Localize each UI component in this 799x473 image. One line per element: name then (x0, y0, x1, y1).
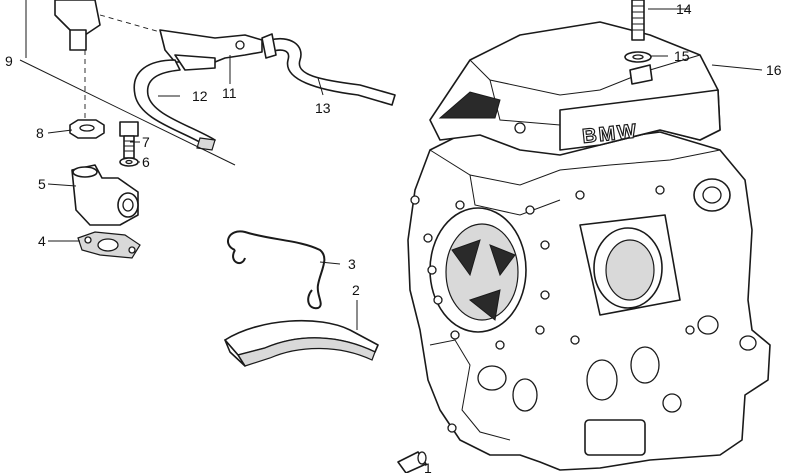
engine-block (407, 127, 771, 471)
callout-4: 4 (38, 233, 46, 249)
wire-clip (226, 230, 326, 310)
shield-plate (224, 319, 379, 367)
callout-1: 1 (424, 460, 432, 473)
dowel-pin (397, 451, 427, 473)
callout-9: 9 (5, 53, 13, 69)
outlet-housing (71, 164, 139, 226)
callout-14: 14 (676, 1, 692, 17)
callout-labels: 9 8 7 6 5 4 3 2 12 11 13 14 15 16 1 (5, 1, 782, 473)
callout-11: 11 (222, 85, 237, 101)
washer (624, 51, 652, 63)
breather-hose-assembly (54, 0, 396, 151)
callout-8: 8 (36, 125, 44, 141)
gasket (77, 231, 141, 259)
callout-6: 6 (142, 154, 150, 170)
callout-16: 16 (766, 62, 782, 78)
lock-washer (119, 157, 139, 167)
callout-15: 15 (674, 48, 690, 64)
callout-13: 13 (315, 100, 331, 116)
callout-3: 3 (348, 256, 356, 272)
callout-2: 2 (352, 282, 360, 298)
callout-12: 12 (192, 88, 208, 104)
nut (69, 119, 105, 139)
bolt (119, 121, 139, 159)
leader-lines (19, 0, 763, 473)
stud (631, 0, 645, 41)
top-cover: BMW (429, 21, 721, 156)
callout-7: 7 (142, 134, 150, 150)
callout-5: 5 (38, 176, 46, 192)
